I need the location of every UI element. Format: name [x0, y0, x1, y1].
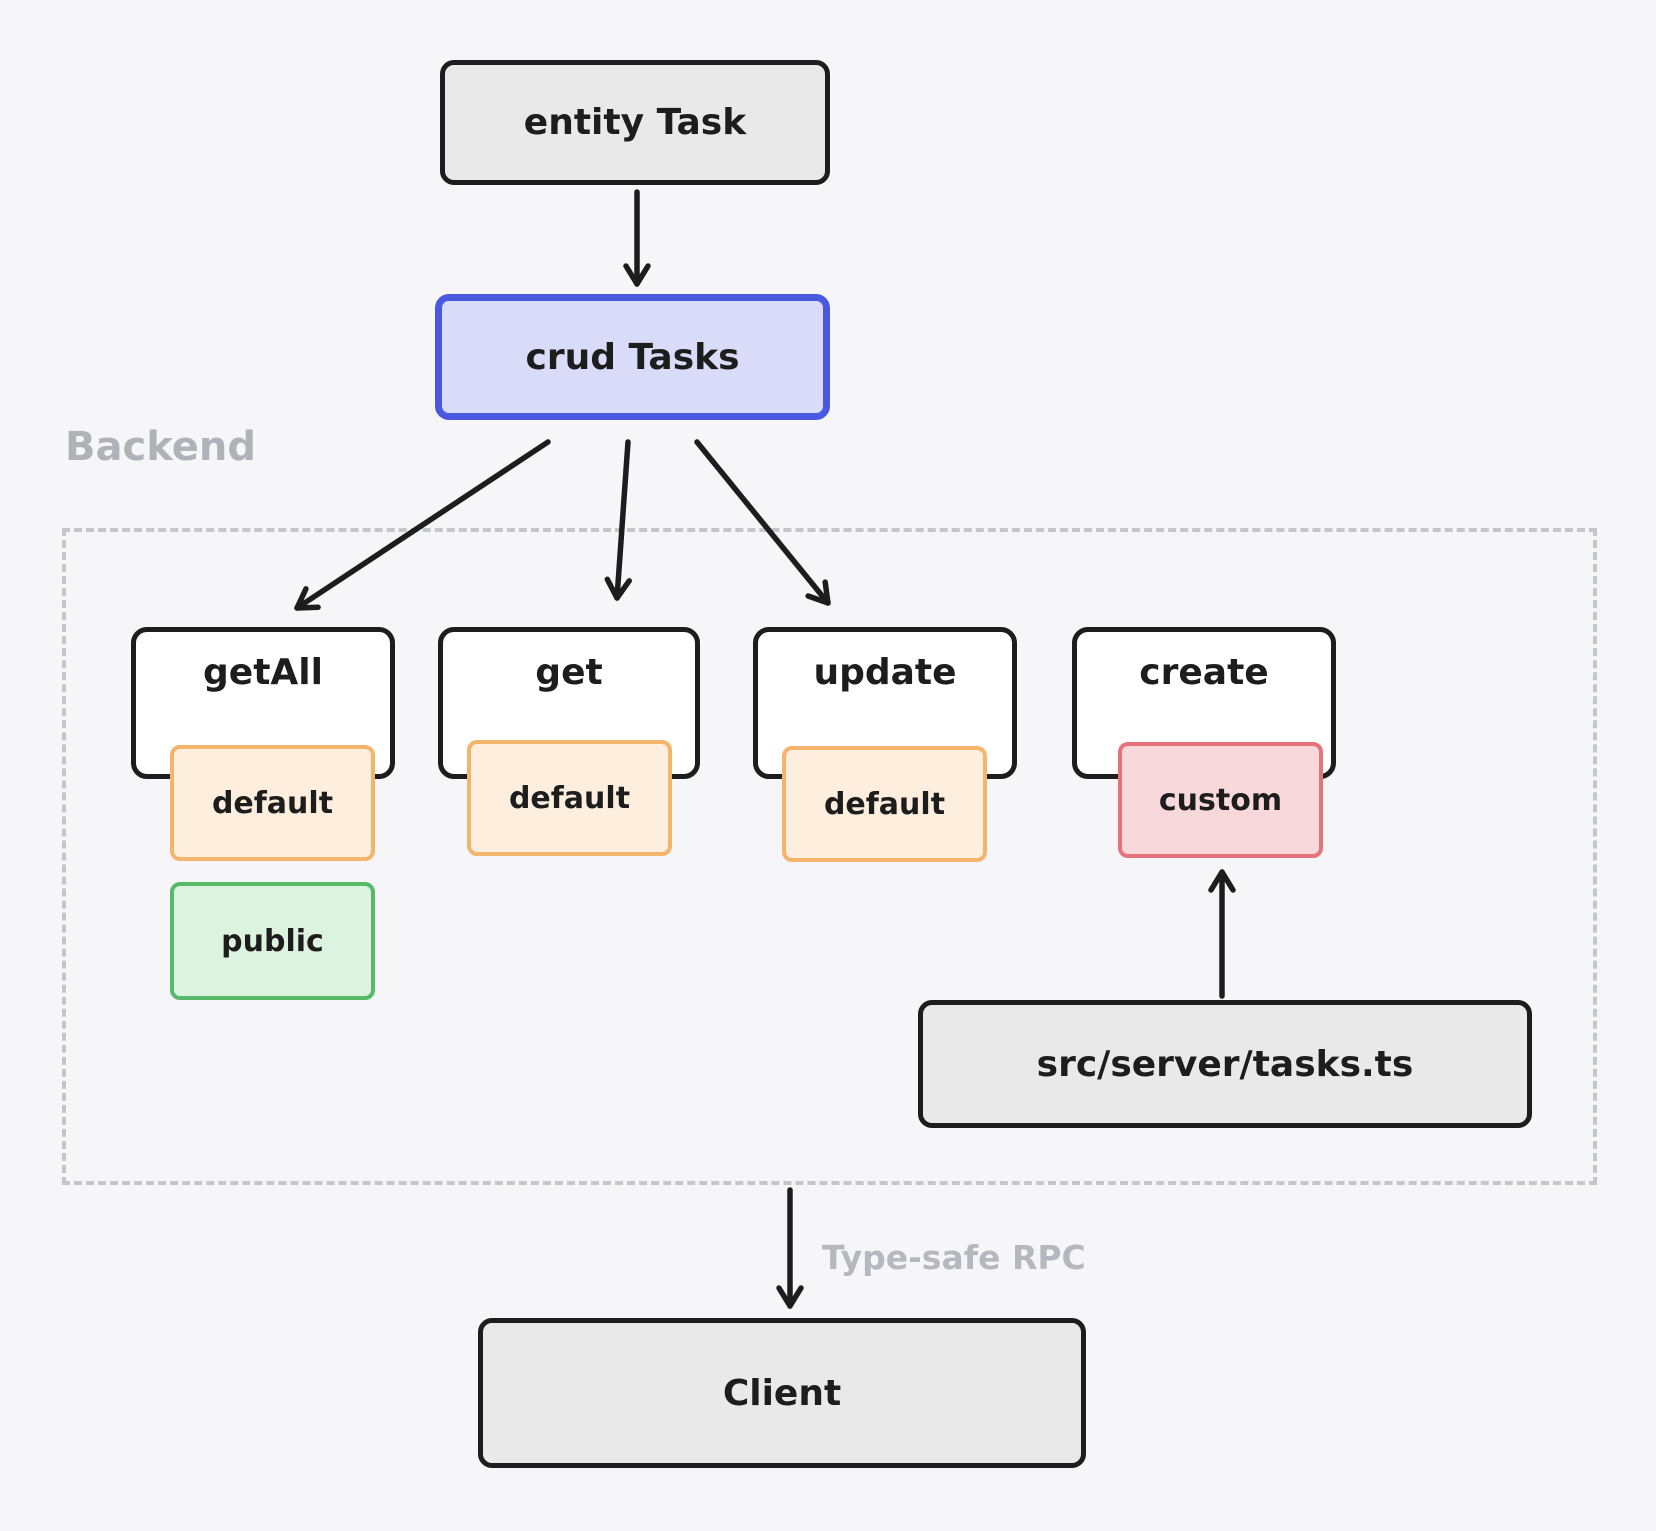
badge-getall-public-label: public — [221, 923, 324, 959]
node-update-label: update — [813, 651, 957, 693]
badge-getall-default: default — [170, 745, 375, 861]
node-create-label: create — [1139, 651, 1269, 693]
node-entity-task: entity Task — [440, 60, 830, 185]
badge-getall-default-label: default — [211, 785, 334, 821]
node-tasks-file: src/server/tasks.ts — [918, 1000, 1532, 1128]
backend-zone-label: Backend — [65, 424, 256, 470]
badge-create-custom-label: custom — [1158, 782, 1283, 818]
node-entity-task-label: entity Task — [523, 102, 747, 143]
badge-get-default-label: default — [508, 780, 631, 816]
badge-get-default: default — [467, 740, 672, 856]
node-tasks-file-label: src/server/tasks.ts — [1036, 1043, 1414, 1085]
node-crud-tasks: crud Tasks — [435, 294, 830, 420]
badge-getall-public: public — [170, 882, 375, 1000]
node-get-label: get — [535, 651, 603, 693]
rpc-label: Type-safe RPC — [822, 1238, 1086, 1277]
node-getall-label: getAll — [203, 651, 323, 693]
node-crud-tasks-label: crud Tasks — [525, 336, 740, 378]
badge-create-custom: custom — [1118, 742, 1323, 858]
node-client: Client — [478, 1318, 1086, 1468]
badge-update-default-label: default — [823, 786, 946, 822]
badge-update-default: default — [782, 746, 987, 862]
node-client-label: Client — [722, 1372, 842, 1414]
